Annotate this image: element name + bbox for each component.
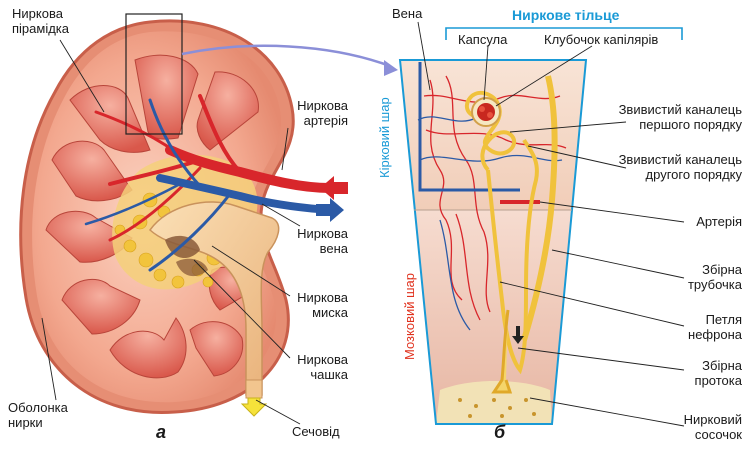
renal-vessels xyxy=(84,94,335,272)
nephron-leader-lines xyxy=(417,21,685,427)
label-bowman-capsule: Капсула xyxy=(458,32,508,47)
renal-artery-branch xyxy=(198,94,242,174)
label-cortex-layer: Кірковий шар xyxy=(377,97,392,178)
label-glomerulus: Клубочок капілярів xyxy=(544,32,659,47)
glomerulus-loop xyxy=(479,106,485,112)
papilla-openings xyxy=(458,398,536,418)
label-vein: Вена xyxy=(392,6,423,21)
pyramid xyxy=(61,278,141,335)
vein-flow-arrow-icon xyxy=(316,198,344,222)
nephron-frame xyxy=(398,59,588,425)
pyramid xyxy=(51,140,133,202)
loop-of-henle xyxy=(486,138,539,375)
papilla xyxy=(436,381,552,424)
pyramid xyxy=(69,85,151,153)
panel-label-a: а xyxy=(156,422,167,442)
pyramid xyxy=(109,317,187,379)
label-artery: Артерія xyxy=(696,214,742,229)
medulla-layer xyxy=(414,210,572,424)
ureter xyxy=(245,379,263,399)
glomerulus-loop xyxy=(487,112,493,118)
proximal-convoluted-tubule xyxy=(464,90,516,172)
glomerulus xyxy=(477,103,495,121)
renal-artery-branch xyxy=(108,166,202,242)
panel-label-b: б xyxy=(494,422,506,442)
renal-artery-branch xyxy=(94,110,178,154)
minor-calyx xyxy=(176,258,208,277)
renal-vein-branch xyxy=(148,192,232,272)
flow-arrow-icon xyxy=(512,326,524,344)
label-medulla-layer: Мозковий шар xyxy=(402,272,417,360)
collecting-duct xyxy=(491,309,513,394)
renal-pelvis xyxy=(148,201,280,396)
capillary-network xyxy=(417,75,567,331)
ureter-arrow-icon xyxy=(240,397,268,417)
zoom-arrow-head-icon xyxy=(384,60,398,76)
kidney-section xyxy=(19,13,398,425)
renal-vein-branch xyxy=(148,98,202,188)
artery-flow-arrow-icon xyxy=(320,176,348,200)
kidney-leader-lines xyxy=(41,39,301,425)
renal-vein xyxy=(156,174,334,214)
label-ureter: Сечовід xyxy=(292,424,340,439)
renal-artery-branch xyxy=(108,158,202,186)
renal-vein-branch xyxy=(84,182,182,226)
zoom-box xyxy=(125,13,183,135)
collecting-tubule xyxy=(521,75,558,341)
nephron-section xyxy=(398,21,685,427)
pyramid xyxy=(189,321,244,377)
zoom-arrow xyxy=(181,44,391,68)
renal-corpuscle-bracket xyxy=(445,27,683,40)
label-renal-corpuscle: Ниркове тільце xyxy=(512,7,620,23)
cortical-vein xyxy=(418,62,520,192)
